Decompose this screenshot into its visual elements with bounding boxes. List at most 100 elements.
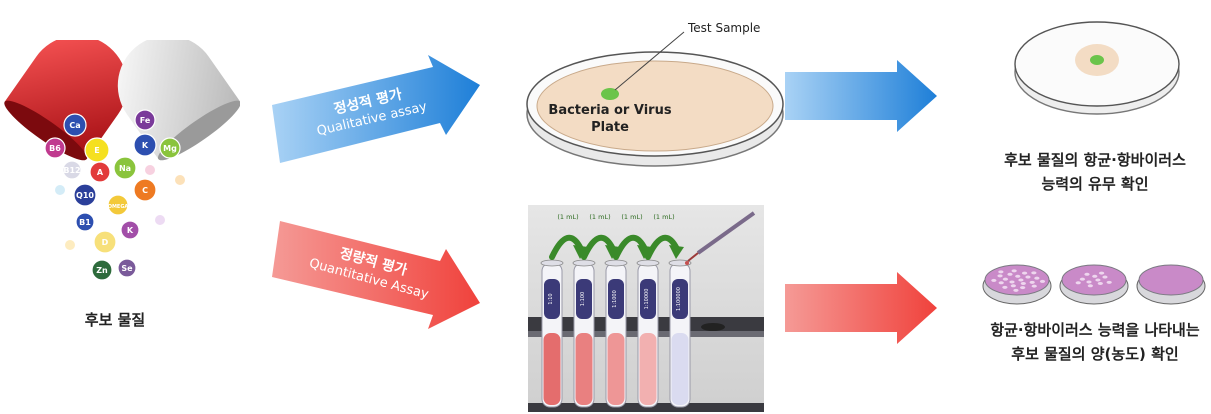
vitamin-ball xyxy=(120,220,140,240)
vitamin-ball xyxy=(63,113,87,137)
dilution-label: 1:100 xyxy=(580,292,586,306)
qualitative-arrow xyxy=(272,55,480,163)
plate-text-1: Bacteria or Virus xyxy=(548,103,671,118)
vitamin-ball xyxy=(91,259,113,281)
plaque xyxy=(1084,272,1090,276)
plaque xyxy=(997,274,1003,278)
dilution-badge xyxy=(608,279,624,319)
tube-rim xyxy=(604,259,628,267)
transfer-arrowhead xyxy=(637,245,652,259)
quantitative-result: 항균·항바이러스 능력을 나타내는 후보 물질의 양(농도) 확인 xyxy=(960,318,1211,366)
test-petri-dish: Test Sample Bacteria or Virus Plate xyxy=(526,21,784,167)
plaque xyxy=(1098,271,1105,275)
plaque xyxy=(1002,277,1009,281)
dilution-label: 1:100000 xyxy=(676,287,682,311)
tube-liquid xyxy=(607,333,625,405)
transfer-arrowhead xyxy=(669,245,684,259)
qualitative-result-line1: 후보 물질의 항균·항바이러스 xyxy=(1004,151,1186,169)
transfer-arrowhead xyxy=(573,245,588,259)
plaque xyxy=(1097,281,1103,285)
plaque xyxy=(1021,271,1028,275)
vitamin-ball xyxy=(133,178,157,202)
plaque xyxy=(1079,277,1086,281)
vitamin-label: B1 xyxy=(79,218,91,227)
plaque xyxy=(1075,281,1081,285)
transfer-arrow xyxy=(645,234,680,260)
plaque xyxy=(1002,285,1008,289)
plaque xyxy=(1010,284,1016,288)
vitamin-ball xyxy=(75,212,95,232)
plaque xyxy=(1102,275,1108,279)
plaque xyxy=(1025,275,1031,279)
vitamin-ball xyxy=(134,109,156,131)
plaque-medium xyxy=(1061,264,1127,296)
plaque xyxy=(991,278,997,282)
transfer-arrowhead xyxy=(605,245,620,259)
vitamin-label: Zn xyxy=(96,266,108,275)
quantitative-arrow xyxy=(272,221,480,329)
plaque xyxy=(1106,280,1112,284)
transfer-arrow xyxy=(613,234,648,260)
vitamin-label: E xyxy=(94,146,99,155)
vitamin-ball xyxy=(159,137,181,159)
plaque xyxy=(1020,286,1026,290)
tube-liquid xyxy=(639,333,657,405)
plaque xyxy=(998,270,1004,274)
plaque xyxy=(1015,274,1021,278)
vitamin-ball xyxy=(73,183,97,207)
vitamin-label: Mg xyxy=(163,144,177,153)
pipette xyxy=(685,211,756,265)
transfer-arrow xyxy=(581,234,616,260)
tube-rim xyxy=(668,259,692,267)
plaque xyxy=(1018,278,1024,282)
qualitative-result: 후보 물질의 항균·항바이러스 능력의 유무 확인 xyxy=(960,148,1211,196)
result-petri-dish xyxy=(1014,21,1180,115)
plaque xyxy=(1095,278,1101,282)
capsule-red-half xyxy=(4,40,128,161)
vitamin-ball xyxy=(44,137,66,159)
bubble xyxy=(175,175,185,185)
transfer-arrow xyxy=(549,234,584,260)
plaque xyxy=(1039,279,1046,283)
vitamin-label: K xyxy=(127,226,134,235)
vitamin-ball xyxy=(133,133,157,157)
test-sample-callout: Test Sample xyxy=(687,21,760,35)
dilution-label: 1:1000 xyxy=(612,290,618,308)
vitamin-ball xyxy=(93,230,117,254)
plaque xyxy=(1011,269,1017,273)
vitamin-label: A xyxy=(97,168,104,177)
plaque xyxy=(1092,274,1098,278)
transfer-volume-label: (1 mL) xyxy=(557,213,578,221)
vitamin-label: K xyxy=(142,141,149,150)
plaque-plates xyxy=(982,264,1206,305)
vitamin-label: B12 xyxy=(63,166,80,175)
result-sample-spot xyxy=(1090,55,1104,65)
plaque xyxy=(1087,284,1093,288)
tube-liquid xyxy=(671,333,689,405)
candidate-label: 후보 물질 xyxy=(84,311,146,329)
bubble xyxy=(155,215,165,225)
plaque xyxy=(998,281,1004,285)
plate-text-2: Plate xyxy=(591,120,629,135)
plaque xyxy=(1009,280,1015,284)
plaque xyxy=(1020,281,1026,285)
vitamin-ball xyxy=(113,156,137,180)
tube-liquid xyxy=(575,333,593,405)
plaque xyxy=(1007,272,1013,276)
vitamin-ball xyxy=(62,160,82,180)
dilution-badge xyxy=(576,279,592,319)
qualitative-result-line2: 능력의 유무 확인 xyxy=(1041,175,1149,193)
dilution-badge xyxy=(640,279,656,319)
bubble xyxy=(145,165,155,175)
test-sample-spot xyxy=(601,88,619,100)
agar-medium xyxy=(536,60,774,152)
vitamin-label: B6 xyxy=(49,144,61,153)
dilution-label: 1:10000 xyxy=(644,289,650,310)
plaque-medium xyxy=(1138,264,1204,296)
plaque xyxy=(1086,280,1092,284)
bubble xyxy=(55,185,65,195)
transfer-volume-label: (1 mL) xyxy=(621,213,642,221)
